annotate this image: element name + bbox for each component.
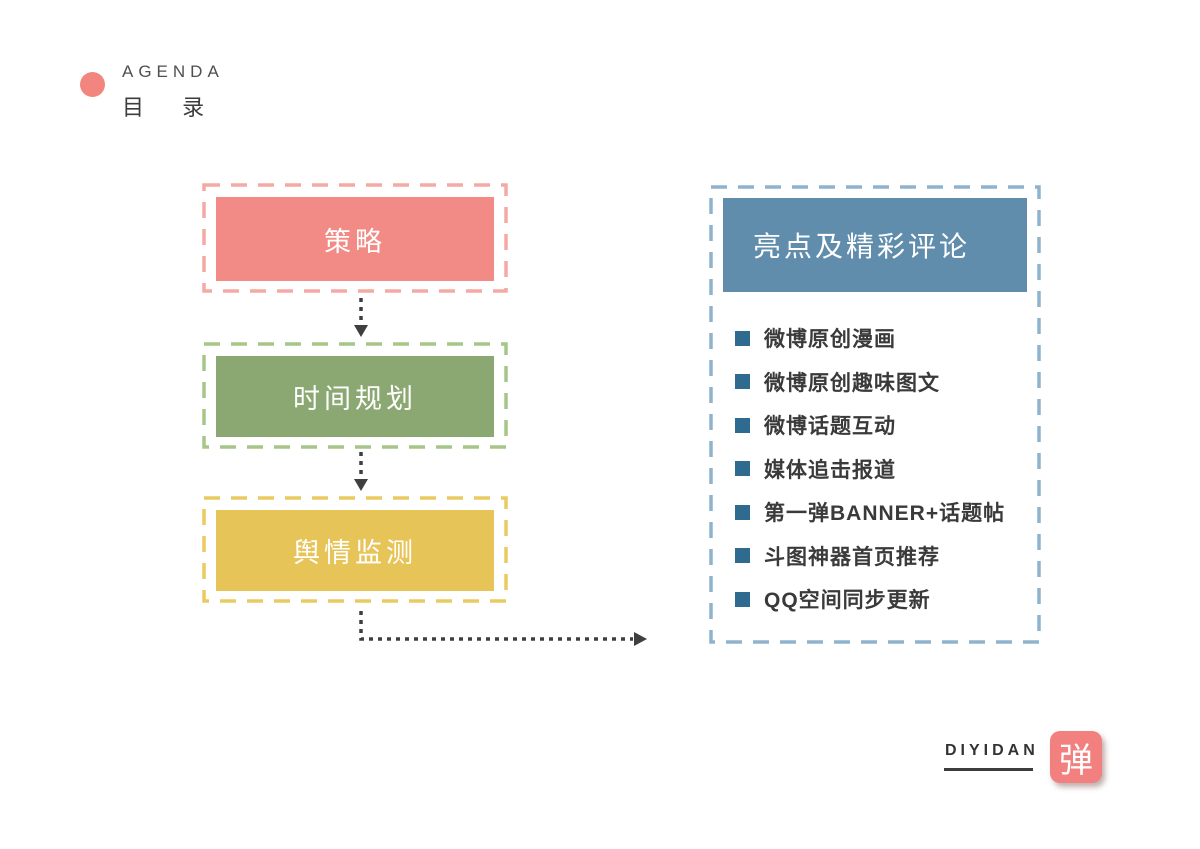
- dashed-border: [202, 183, 508, 293]
- list-item-label: 微博原创趣味图文: [764, 371, 940, 395]
- list-item: 微博原创趣味图文: [735, 367, 1019, 397]
- list-item: QQ空间同步更新: [735, 584, 1019, 614]
- list-item-label: 第一弹BANNER+话题帖: [764, 502, 1006, 525]
- square-bullet-icon: [735, 504, 750, 520]
- page-title: 目 录: [122, 95, 221, 120]
- brand-name: DIYIDAN: [945, 742, 1039, 759]
- arrowhead-right-icon: [634, 632, 647, 646]
- flow-step-label: 策略: [216, 197, 494, 281]
- square-bullet-icon: [735, 417, 750, 433]
- list-item: 斗图神器首页推荐: [735, 541, 1019, 571]
- list-item: 微博原创漫画: [735, 323, 1019, 353]
- flow-step-label: 时间规划: [216, 356, 494, 437]
- brand-underline: [944, 768, 1033, 771]
- list-item-label: 媒体追击报道: [764, 458, 896, 482]
- list-item: 微博话题互动: [735, 410, 1019, 440]
- list-item-label: 微博话题互动: [764, 415, 896, 438]
- accent-dot-icon: [80, 72, 105, 97]
- flow-step-schedule: 时间规划: [202, 342, 508, 449]
- flow-step-monitoring: 舆情监测: [202, 496, 508, 603]
- arrowhead-down-icon: [354, 325, 368, 337]
- brand-logo: 弹: [1050, 731, 1102, 783]
- dashed-border: [202, 496, 508, 603]
- square-bullet-icon: [735, 591, 750, 607]
- brand-logo-glyph: 弹: [1059, 741, 1093, 780]
- list-item-label: 斗图神器首页推荐: [764, 545, 940, 569]
- flow-step-label: 舆情监测: [216, 510, 494, 591]
- arrow-flow-panel: [359, 611, 633, 641]
- square-bullet-icon: [735, 374, 750, 389]
- dashed-border: [709, 185, 1041, 644]
- list-item-label: QQ空间同步更新: [764, 589, 931, 612]
- list-item: 第一弹BANNER+话题帖: [735, 497, 1019, 527]
- list-item: 媒体追击报道: [735, 454, 1019, 484]
- arrowhead-down-icon: [354, 479, 368, 491]
- highlights-panel: 亮点及精彩评论 微博原创漫画 微博原创趣味图文 微博话题互动 媒体追击报道 第一…: [709, 185, 1041, 644]
- agenda-eyebrow: AGENDA: [122, 62, 224, 81]
- square-bullet-icon: [735, 330, 750, 346]
- square-bullet-icon: [735, 548, 750, 563]
- flow-step-strategy: 策略: [202, 183, 508, 293]
- dashed-border: [202, 342, 508, 449]
- list-item-label: 微博原创漫画: [764, 328, 896, 351]
- panel-title: 亮点及精彩评论: [723, 198, 1027, 292]
- panel-item-list: 微博原创漫画 微博原创趣味图文 微博话题互动 媒体追击报道 第一弹BANNER+…: [735, 323, 1019, 614]
- square-bullet-icon: [735, 461, 750, 476]
